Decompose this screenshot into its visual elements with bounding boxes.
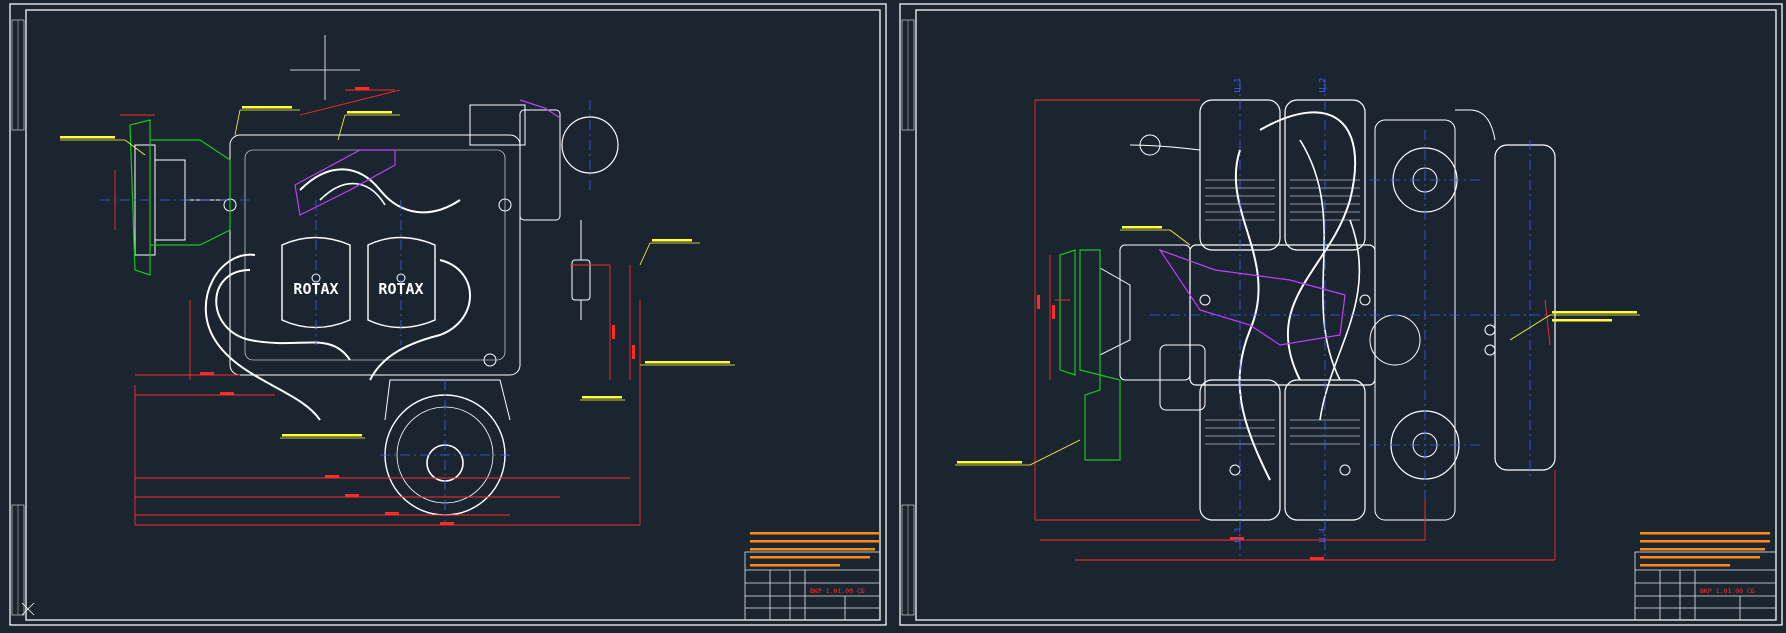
dimensions-left <box>114 89 641 526</box>
rotax-logo-left-2: ROTAX <box>378 280 423 298</box>
leaders-right <box>955 229 1640 466</box>
title-block-left <box>744 551 881 621</box>
cylinder-label-4: Ц.4 <box>1318 528 1327 543</box>
dimension-marks-right <box>1037 295 1324 560</box>
cylinder-label-2: Ц.2 <box>1318 78 1327 93</box>
dimension-marks-left <box>200 87 635 525</box>
rotax-logo-left-1: ROTAX <box>293 280 338 298</box>
technical-notes-left <box>750 532 880 567</box>
title-block-right <box>1634 551 1777 621</box>
leader-text-marks-left <box>60 106 730 437</box>
magenta-outline-left <box>294 99 561 216</box>
leader-text-marks-right <box>957 226 1637 464</box>
centerlines-left <box>100 100 591 525</box>
cylinder-label-1: Ц.1 <box>1233 78 1242 93</box>
green-outline-right <box>1059 249 1121 461</box>
cylinder-label-3: Ц.3 <box>1233 528 1242 543</box>
sheet-left: ROTAX ROTAX ВКР 1.01.00 СБ <box>9 3 887 626</box>
centerlines-right <box>1150 80 1560 560</box>
green-outline-left <box>129 119 231 276</box>
leaders-left <box>60 109 735 439</box>
title-block-code-right: ВКР 1.01.00 СБ <box>1700 587 1755 595</box>
sheet-right: Ц.1 Ц.2 Ц.3 Ц.4 ВКР 1.01.00 СБ <box>899 3 1783 626</box>
ucs-axis-icon <box>21 602 35 616</box>
title-block-code-left: ВКР 1.01.00 СБ <box>810 587 865 595</box>
technical-notes-right <box>1640 532 1770 567</box>
